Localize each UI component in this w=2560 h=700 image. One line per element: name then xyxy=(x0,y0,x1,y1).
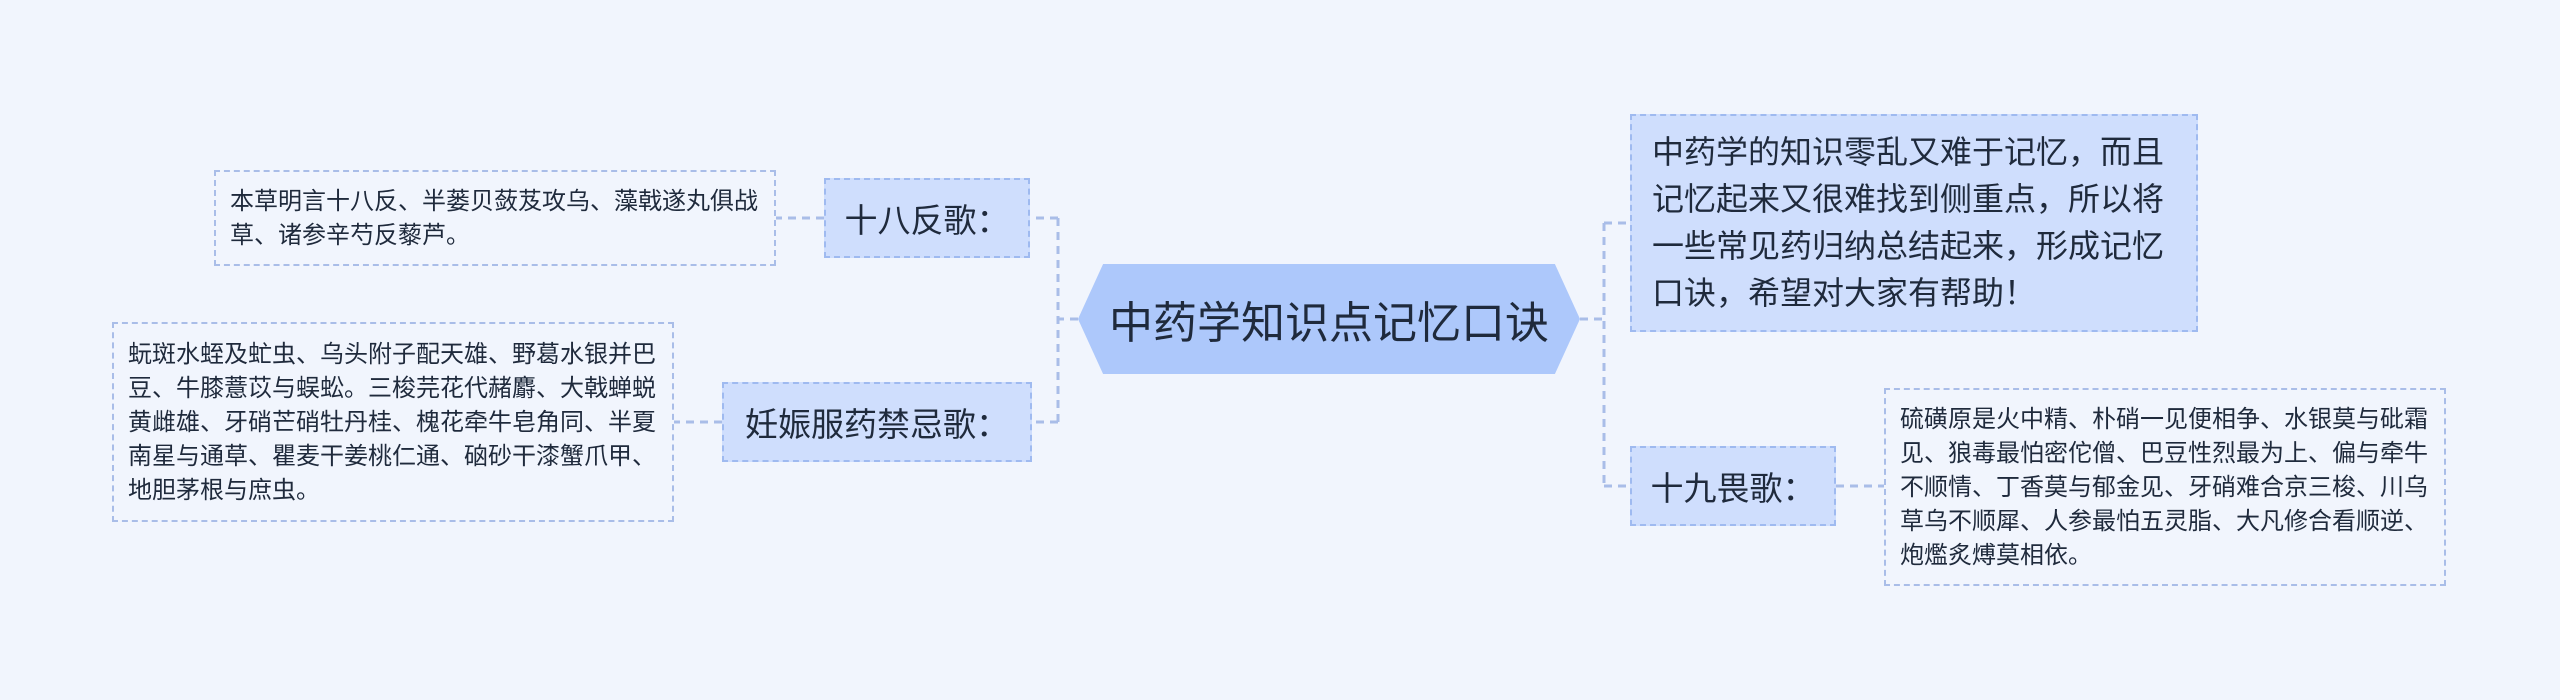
branch-shijiu-wei[interactable]: 十九畏歌： xyxy=(1630,446,1836,526)
root-node[interactable]: 中药学知识点记忆口诀 xyxy=(1078,264,1580,374)
branch-shijiu-wei-label: 十九畏歌： xyxy=(1650,469,1816,508)
leaf-renshen-jinji-text: 蚖斑水蛭及虻虫、乌头附子配天雄、野葛水银并巴豆、牛膝薏苡与蜈蚣。三梭芫花代赭麝、… xyxy=(128,340,656,504)
branch-shiba-fan-label: 十八反歌： xyxy=(844,201,1010,240)
leaf-shijiu-wei[interactable]: 硫磺原是火中精、朴硝一见便相争、水银莫与砒霜见、狼毒最怕密佗僧、巴豆性烈最为上、… xyxy=(1884,388,2446,586)
branch-renshen-jinji-label: 妊娠服药禁忌歌： xyxy=(745,405,1009,444)
branch-renshen-jinji[interactable]: 妊娠服药禁忌歌： xyxy=(722,382,1032,462)
leaf-shiba-fan[interactable]: 本草明言十八反、半蒌贝蔹芨攻乌、藻戟遂丸俱战草、诸参辛芍反藜芦。 xyxy=(214,170,776,266)
leaf-shijiu-wei-text: 硫磺原是火中精、朴硝一见便相争、水银莫与砒霜见、狼毒最怕密佗僧、巴豆性烈最为上、… xyxy=(1900,405,2428,569)
branch-shiba-fan[interactable]: 十八反歌： xyxy=(824,178,1030,258)
intro-text: 中药学的知识零乱又难于记忆，而且记忆起来又很难找到侧重点，所以将一些常见药归纳总… xyxy=(1652,133,2165,312)
leaf-shiba-fan-text: 本草明言十八反、半蒌贝蔹芨攻乌、藻戟遂丸俱战草、诸参辛芍反藜芦。 xyxy=(230,187,758,249)
intro-node[interactable]: 中药学的知识零乱又难于记忆，而且记忆起来又很难找到侧重点，所以将一些常见药归纳总… xyxy=(1630,114,2198,332)
leaf-renshen-jinji[interactable]: 蚖斑水蛭及虻虫、乌头附子配天雄、野葛水银并巴豆、牛膝薏苡与蜈蚣。三梭芫花代赭麝、… xyxy=(112,322,674,522)
root-title: 中药学知识点记忆口诀 xyxy=(1109,298,1549,349)
